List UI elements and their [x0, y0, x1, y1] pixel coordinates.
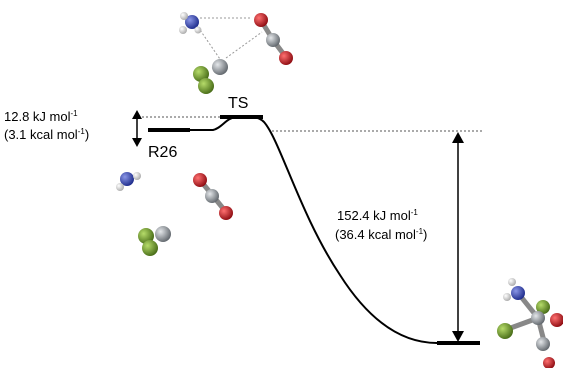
oxygen-atom: [550, 313, 563, 327]
carbon-atom: [531, 311, 545, 325]
hydrogen-atom: [180, 12, 188, 20]
oxygen-atom: [193, 173, 207, 187]
oxygen-atom: [254, 13, 268, 27]
reactant-nh2-molecule: [116, 172, 141, 191]
oxygen-atom: [543, 357, 555, 369]
reactant-cf2-molecule: [138, 226, 171, 256]
hydrogen-atom: [133, 172, 141, 180]
reactant-co2-molecule: [193, 173, 233, 220]
barrier-double-arrow: [132, 110, 142, 147]
barrier-kj-sup: -1: [70, 109, 78, 118]
nitrogen-atom: [185, 15, 199, 29]
reactant-label: R26: [148, 144, 177, 161]
fluorine-atom: [198, 78, 214, 94]
hydrogen-atom: [503, 293, 511, 301]
reaction-energy-kj-label: 152.4 kJ mol-1: [337, 208, 418, 223]
barrier-kcal-label: (3.1 kcal mol-1): [4, 127, 89, 142]
oxygen-atom: [279, 51, 293, 65]
barrier-kj-label: 12.8 kJ mol-1: [4, 109, 78, 124]
barrier-kj-value: 12.8 kJ mol: [4, 109, 71, 124]
hydrogen-atom: [116, 183, 124, 191]
ts-label: TS: [228, 95, 248, 112]
carbon-atom: [205, 189, 219, 203]
barrier-kcal-close: ): [85, 127, 89, 142]
ts-structure-molecule: [179, 12, 293, 94]
carbon-atom: [536, 337, 550, 351]
carbon-atom: [155, 226, 171, 242]
reaction-energy-double-arrow: [452, 132, 464, 342]
fluorine-atom: [536, 300, 550, 314]
product-molecule: [497, 278, 563, 369]
hydrogen-atom: [179, 26, 187, 34]
carbon-atom: [266, 33, 280, 47]
reaction-energy-kcal-sup: -1: [416, 227, 424, 236]
reaction-energy-kcal-value: (36.4 kcal mol: [335, 227, 416, 242]
carbon-atom: [212, 59, 228, 75]
nitrogen-atom: [511, 286, 525, 300]
hydrogen-atom: [508, 278, 516, 286]
fluorine-atom: [497, 323, 513, 339]
reaction-energy-kcal-close: ): [423, 227, 427, 242]
reaction-energy-kj-value: 152.4 kJ mol: [337, 208, 411, 223]
fluorine-atom: [142, 240, 158, 256]
fluorine-atom: [193, 66, 209, 82]
oxygen-atom: [219, 206, 233, 220]
reaction-energy-kcal-label: (36.4 kcal mol-1): [335, 227, 427, 242]
reaction-path-curve: [190, 115, 438, 344]
barrier-kcal-sup: -1: [78, 127, 86, 136]
hydrogen-atom: [194, 26, 202, 34]
nitrogen-atom: [120, 172, 134, 186]
barrier-kcal-value: (3.1 kcal mol: [4, 127, 78, 142]
reaction-energy-kj-sup: -1: [411, 208, 419, 217]
